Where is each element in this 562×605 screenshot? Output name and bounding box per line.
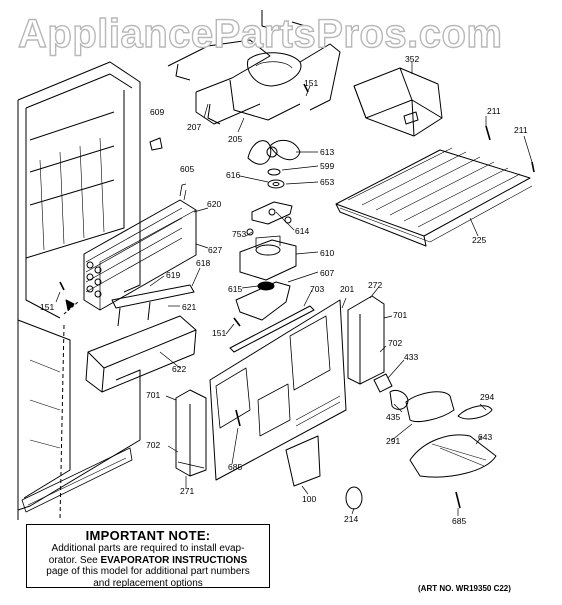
evaporator-cover xyxy=(209,299,347,481)
callout-151: 151 xyxy=(40,302,54,312)
callout-435: 435 xyxy=(386,412,400,422)
callout-620: 620 xyxy=(207,199,221,209)
clip xyxy=(149,137,163,151)
fan-motor-parts xyxy=(235,168,297,321)
callout-211: 211 xyxy=(487,106,501,116)
callout-615: 615 xyxy=(228,284,242,294)
callout-151: 151 xyxy=(304,78,318,88)
crisper-pan xyxy=(353,67,443,137)
callout-352: 352 xyxy=(405,54,419,64)
note-line-2: orator. See EVAPORATOR INSTRUCTIONS xyxy=(27,555,269,567)
drain-trough xyxy=(85,315,197,393)
defrost-heater xyxy=(111,284,195,327)
callout-702: 702 xyxy=(146,440,160,450)
note-instructions-ref: EVAPORATOR INSTRUCTIONS xyxy=(100,554,248,566)
callout-613: 613 xyxy=(320,147,334,157)
fresh-food-cabinet xyxy=(17,61,141,520)
callout-685: 685 xyxy=(452,516,466,526)
fan-bracket xyxy=(167,10,341,125)
callout-291: 291 xyxy=(386,436,400,446)
callout-643: 643 xyxy=(478,432,492,442)
callout-272: 272 xyxy=(368,280,382,290)
callout-610: 610 xyxy=(320,248,334,258)
callout-627: 627 xyxy=(208,245,222,255)
right-rail xyxy=(347,295,385,385)
callout-201: 201 xyxy=(340,284,354,294)
callout-607: 607 xyxy=(320,268,334,278)
callout-614: 614 xyxy=(295,226,309,236)
wire-shelf xyxy=(335,147,533,247)
note-line-4: and replacement options xyxy=(93,577,203,589)
callout-701: 701 xyxy=(393,310,407,320)
callout-271: 271 xyxy=(180,486,194,496)
callout-621: 621 xyxy=(182,302,196,312)
callout-433: 433 xyxy=(404,352,418,362)
cover-strip xyxy=(229,305,315,353)
callout-294: 294 xyxy=(480,392,494,402)
callout-609: 609 xyxy=(150,107,164,117)
callout-100: 100 xyxy=(302,494,316,504)
callout-618: 618 xyxy=(196,258,210,268)
leader-arrow xyxy=(63,301,79,315)
callout-685: 685 xyxy=(228,462,242,472)
callout-701: 701 xyxy=(146,390,160,400)
callout-599: 599 xyxy=(320,161,334,171)
light-lens xyxy=(457,405,493,420)
callout-619: 619 xyxy=(166,270,180,280)
lower-cover xyxy=(285,435,321,487)
light-shroud xyxy=(409,434,497,478)
note-line-2-text: orator. See xyxy=(48,554,101,566)
callout-616: 616 xyxy=(226,170,240,180)
note-heading: IMPORTANT NOTE: xyxy=(85,528,211,543)
light-shield xyxy=(405,391,455,423)
note-line-1: Additional parts are required to install… xyxy=(51,543,245,554)
art-number: (ART NO. WR19350 C22) xyxy=(418,584,511,593)
callout-211: 211 xyxy=(514,125,528,135)
callout-205: 205 xyxy=(228,134,242,144)
callout-labels: 352 151 207 205 609 211 211 613 599 616 653 605 620 6… xyxy=(40,54,528,526)
callout-207: 207 xyxy=(187,122,201,132)
evaporator-coil xyxy=(83,183,197,311)
callout-214: 214 xyxy=(344,514,358,524)
callout-702: 702 xyxy=(388,338,402,348)
cap xyxy=(345,486,363,510)
callout-703: 703 xyxy=(310,284,324,294)
note-line-3: page of this model for additional part n… xyxy=(46,566,250,577)
callout-622: 622 xyxy=(172,364,186,374)
callout-151: 151 xyxy=(212,328,226,338)
light-socket xyxy=(373,373,409,410)
callout-225: 225 xyxy=(472,235,486,245)
left-rail xyxy=(175,389,207,477)
arrow-head-icon xyxy=(65,299,75,311)
callout-753: 753 xyxy=(232,229,246,239)
callout-605: 605 xyxy=(180,164,194,174)
watermark: AppliancePartsPros.com xyxy=(17,11,503,56)
important-note-box: IMPORTANT NOTE: Additional parts are req… xyxy=(26,524,270,589)
leader-lines xyxy=(55,62,533,516)
fan-blade xyxy=(247,139,301,165)
callout-653: 653 xyxy=(320,177,334,187)
